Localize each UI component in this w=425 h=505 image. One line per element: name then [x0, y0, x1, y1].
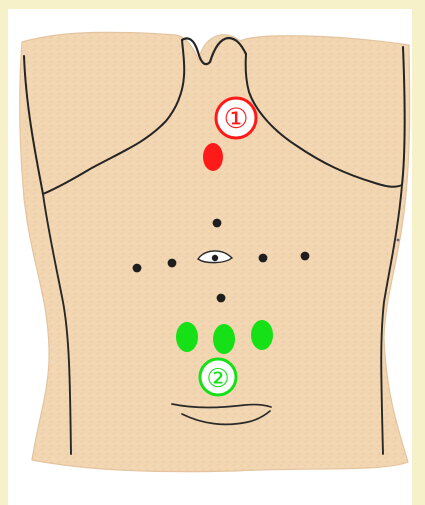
right-edge-mark [397, 239, 400, 242]
left-black-point [168, 259, 177, 268]
far-left-black-point [133, 264, 142, 273]
green-point-center [213, 324, 235, 354]
right-black-point [259, 254, 268, 263]
navel-center-point [212, 255, 218, 261]
lower-black-point [217, 294, 226, 303]
green-point-right [251, 320, 273, 350]
upper-black-point [213, 219, 222, 228]
label-two: ② [206, 364, 229, 394]
label-one: ① [223, 102, 248, 135]
red-point-1 [203, 143, 223, 171]
far-right-black-point [301, 252, 310, 261]
green-point-left [176, 322, 198, 352]
circled-number-1-icon: ① [216, 98, 256, 138]
circled-number-2-icon: ② [200, 359, 236, 395]
